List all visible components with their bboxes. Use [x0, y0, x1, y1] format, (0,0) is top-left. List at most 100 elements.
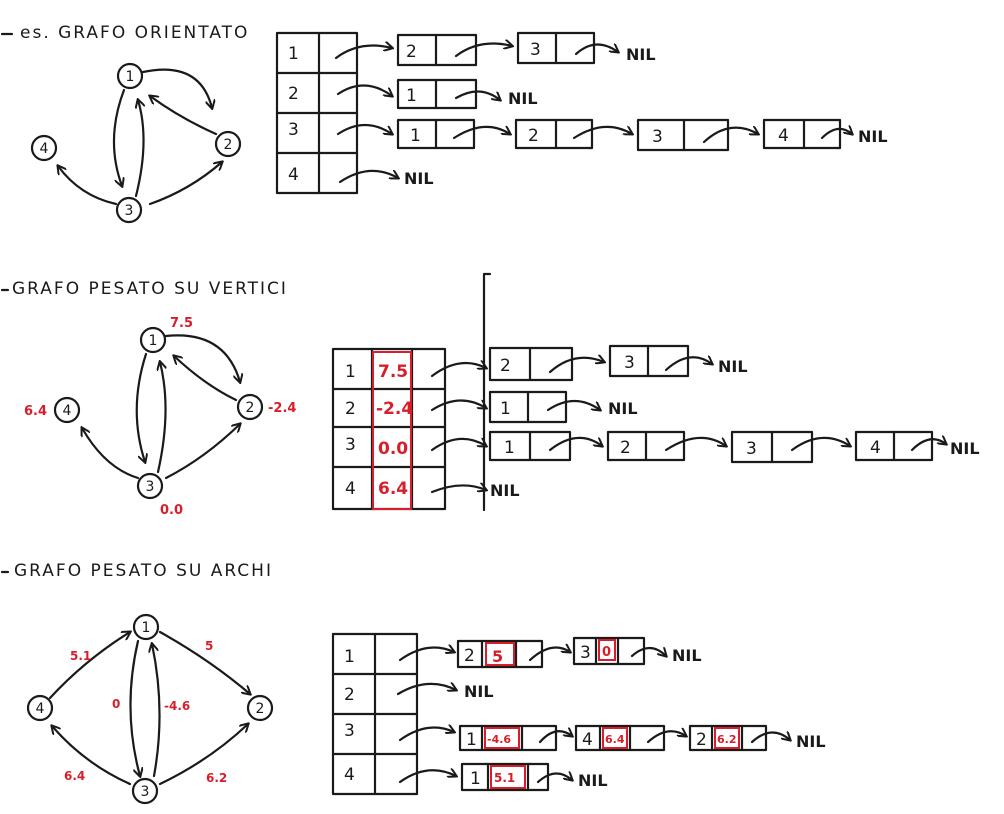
adjacency-lists-3: 2 5 3 0 NIL NIL 1 -4.6 4 6.4 2 6.2 [396, 636, 826, 792]
list-3-row-3-item-3-weight: 6.2 [717, 733, 737, 746]
table-1-index-3: 3 [288, 120, 299, 140]
section-2-title: GRAFO PESATO SU VERTICI [0, 279, 288, 299]
table-3-index-3: 3 [344, 721, 355, 741]
list-3-row-4-item-1-weight: 5.1 [494, 771, 515, 785]
section-3-title-text: GRAFO PESATO SU ARCHI [14, 561, 273, 581]
graph-2-edge-2-1 [174, 356, 238, 402]
section-2-title-text: GRAFO PESATO SU VERTICI [12, 279, 288, 299]
graph-3-edge-3-1-weight: -4.6 [164, 699, 190, 713]
list-2-row-2-item-1: 1 [500, 399, 511, 419]
graph-3: 1 2 3 4 5.1 5 0 -4.6 6.4 6.2 [26, 613, 274, 805]
graph-3-edge-4-1-weight: 5.1 [70, 649, 91, 663]
graph-2-node-4-weight: 6.4 [24, 404, 47, 419]
graph-3-node-2-label: 2 [256, 701, 265, 717]
graph-1-edge-1-3 [112, 88, 126, 186]
list-2-row-4-nil: NIL [490, 481, 520, 500]
list-2-row-2-nil: NIL [608, 399, 638, 418]
list-3-row-1-item-1-weight: 5 [492, 647, 503, 666]
graph-1-node-2 [214, 130, 242, 158]
adjacency-table-3: 1 2 3 4 [331, 632, 419, 796]
graph-1-node-3-label: 3 [125, 203, 134, 219]
graph-3-edge-4-1 [48, 632, 130, 700]
graph-2-node-3-label: 3 [146, 479, 155, 495]
list-2-row-1-nil: NIL [718, 357, 748, 376]
graph-3-edge-1-2-weight: 5 [205, 639, 213, 653]
graph-1-node-4-label: 4 [40, 141, 49, 157]
table-2-weight-3: 0.0 [378, 439, 408, 459]
list-2-row-3-item-2: 2 [620, 438, 631, 458]
list-3-row-4-item-1-vertex: 1 [470, 769, 481, 789]
graph-1-node-1 [116, 62, 144, 90]
graph-2-node-4 [53, 396, 81, 424]
list-1-row-1-item-2: 3 [530, 40, 541, 60]
list-3-row-1-item-2-vertex: 3 [580, 643, 591, 663]
bracket-line [482, 272, 492, 512]
graph-3-edge-1-3-weight: 0 [112, 697, 120, 711]
table-3-index-4: 4 [344, 765, 355, 785]
list-3-row-3-item-2-weight: 6.4 [605, 733, 625, 746]
graph-1-node-2-label: 2 [224, 137, 233, 153]
section-1-title: es. GRAFO ORIENTATO [0, 23, 247, 43]
graph-1-edge-3-2 [148, 162, 222, 206]
graph-2-node-2-label: 2 [246, 400, 255, 416]
graph-1: 1 2 3 4 [30, 62, 242, 224]
table-1-index-4: 4 [288, 165, 299, 185]
list-3-row-2-nil: NIL [464, 682, 494, 701]
graph-2-node-3-weight: 0.0 [160, 503, 183, 518]
list-1-row-3-item-2: 2 [528, 126, 539, 146]
adjacency-lists-1: 2 3 NIL 1 NIL 1 2 3 4 NIL NIL [334, 31, 888, 188]
graph-2-node-3 [136, 472, 164, 500]
graph-1-edge-2-1 [150, 96, 218, 136]
graph-2-node-2 [236, 393, 264, 421]
graph-3-node-1 [132, 613, 160, 641]
graph-1-node-4 [30, 134, 58, 162]
list-1-row-3-item-4: 4 [778, 126, 789, 146]
list-3-row-3-item-1-weight: -4.6 [487, 733, 511, 746]
list-2-row-3-nil: NIL [950, 439, 980, 458]
list-3-row-3-item-1-vertex: 1 [466, 730, 477, 750]
table-1-index-1: 1 [288, 44, 299, 64]
graph-2-node-4-label: 4 [63, 403, 72, 419]
graph-2-node-1-label: 1 [149, 333, 158, 349]
table-2-weight-column [372, 351, 412, 510]
list-3-row-1-item-1-vertex: 2 [464, 646, 475, 666]
list-1-row-1-nil: NIL [626, 45, 656, 64]
table-2-index-2: 2 [345, 399, 356, 419]
graph-3-edge-3-2-weight: 6.2 [206, 771, 227, 785]
graph-1-node-3 [115, 196, 143, 224]
graph-2-edge-3-4 [82, 428, 140, 480]
graph-3-edge-1-2 [158, 630, 250, 694]
adjacency-table-1: 1 2 3 4 [275, 31, 359, 195]
graph-3-edge-3-4-weight: 6.4 [64, 769, 85, 783]
graph-2: 1 7.5 2 -2.4 3 0.0 4 6.4 [24, 316, 296, 518]
list-3-row-3-nil: NIL [796, 732, 826, 751]
graph-3-edge-3-4 [52, 726, 132, 786]
list-2-row-3-item-3: 3 [746, 439, 757, 459]
list-1-row-3-nil: NIL [858, 127, 888, 146]
table-2-weight-1: 7.5 [378, 362, 408, 382]
list-3-row-4-nil: NIL [578, 771, 608, 790]
graph-1-edge-3-1 [136, 100, 144, 198]
table-1-index-2: 2 [288, 84, 299, 104]
graph-1-edge-1-2 [141, 68, 212, 108]
graph-2-edge-1-3 [135, 352, 146, 462]
graph-1-edge-3-4 [58, 166, 118, 206]
list-2-row-1-item-2: 3 [624, 353, 635, 373]
adjacency-lists-2: 2 3 NIL 1 NIL 1 2 3 4 NIL NIL [430, 344, 980, 500]
adjacency-table-2: 1 2 3 4 7.5 -2.4 0.0 6.4 [331, 272, 492, 512]
graph-3-edge-3-2 [158, 724, 248, 786]
list-1-row-4-nil: NIL [404, 169, 434, 188]
graph-2-node-1-weight: 7.5 [170, 316, 193, 331]
table-2-weight-2: -2.4 [376, 399, 413, 419]
table-3-index-1: 1 [344, 647, 355, 667]
list-3-row-1-nil: NIL [672, 646, 702, 665]
list-1-row-2-item-1: 1 [406, 86, 417, 106]
table-2-index-3: 3 [345, 435, 356, 455]
graph-3-node-3-label: 3 [141, 784, 150, 800]
graph-3-node-3 [131, 777, 159, 805]
graph-3-edge-1-3 [129, 639, 140, 776]
list-2-row-3-item-4: 4 [870, 438, 881, 458]
graph-2-node-1 [139, 326, 167, 354]
list-2-row-1-item-1: 2 [500, 356, 511, 376]
list-1-row-2-nil: NIL [508, 89, 538, 108]
